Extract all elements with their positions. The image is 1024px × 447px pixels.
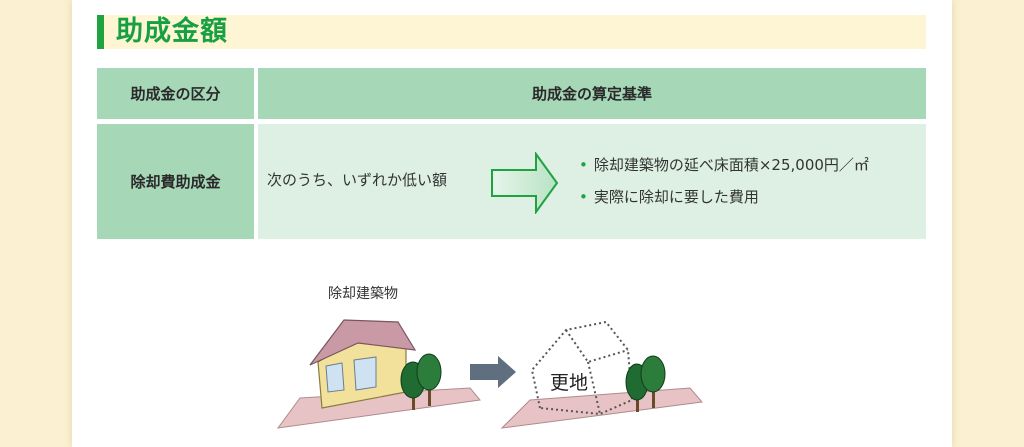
section-title-band [97, 15, 926, 49]
condition-text: 次のうち、いずれか低い額 [267, 171, 448, 189]
criteria-item-text: 実際に除却に要した費用 [593, 188, 759, 206]
bullet-icon: • [579, 188, 588, 206]
right-arrow-icon [491, 152, 559, 214]
table-header-criteria: 助成金の算定基準 [258, 68, 926, 119]
table-cell-criteria [258, 124, 926, 239]
section-title: 助成金額 [116, 16, 228, 47]
right-arrow-icon [470, 356, 516, 388]
tree-icon [625, 355, 666, 412]
criteria-item-text: 除却建築物の延べ床面積×25,000円／㎡ [593, 156, 869, 174]
criteria-item-floor-area: • 除却建築物の延べ床面積×25,000円／㎡ [579, 154, 869, 176]
building-label: 除却建築物 [328, 286, 398, 302]
ground-right [500, 387, 703, 429]
vacant-lot-label: 更地 [550, 372, 589, 394]
table-header-category: 助成金の区分 [97, 68, 254, 119]
vacant-lot-outline [530, 320, 634, 416]
bullet-icon: • [579, 156, 588, 174]
tree-icon [400, 353, 442, 410]
demolition-illustration [276, 319, 703, 429]
table-cell-category: 除却費助成金 [97, 124, 254, 239]
section-title-marker [97, 15, 104, 49]
criteria-item-actual-cost: • 実際に除却に要した費用 [579, 186, 759, 208]
